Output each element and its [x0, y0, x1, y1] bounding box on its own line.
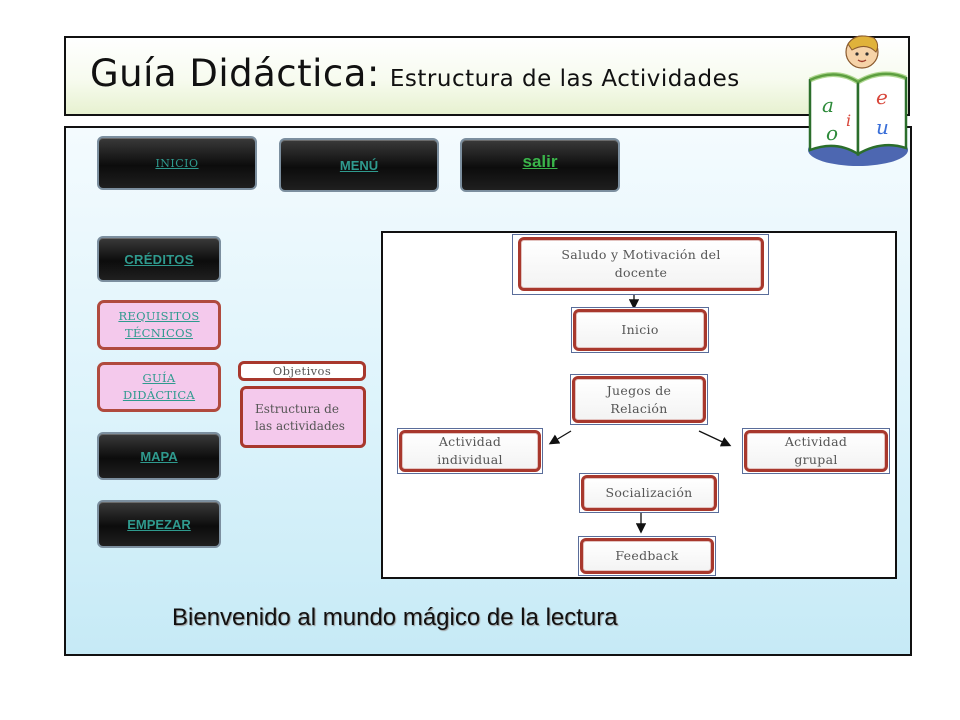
individual-line1: Actividad: [438, 434, 502, 449]
welcome-message: Bienvenido al mundo mágico de la lectura: [172, 604, 618, 631]
logo-letter-u: u: [876, 115, 889, 139]
requisitos-line2: TÉCNICOS: [125, 326, 193, 340]
node-socializacion-text: Socialización: [605, 485, 693, 500]
estructura-actividades-button[interactable]: Estructura de las actividades: [240, 386, 366, 448]
node-actividad-grupal: Actividad grupal: [744, 430, 888, 472]
requisitos-tecnicos-label: REQUISITOS TÉCNICOS: [118, 308, 199, 342]
inicio-button-label: INICIO: [155, 156, 199, 170]
book-reading-child-icon: a e i o u: [808, 35, 908, 166]
node-inicio-text: Inicio: [621, 322, 659, 337]
empezar-button[interactable]: EMPEZAR: [97, 500, 221, 548]
juegos-line2: Relación: [610, 400, 668, 416]
guia-didactica-label: GUÍA DIDÁCTICA: [123, 370, 195, 404]
node-juegos-relacion: Juegos de Relación: [572, 376, 706, 423]
node-actividad-individual: Actividad individual: [399, 430, 541, 472]
node-inicio: Inicio: [573, 309, 707, 351]
page-title-main: Guía Didáctica:: [90, 52, 380, 95]
node-socializacion: Socialización: [581, 475, 717, 511]
creditos-button[interactable]: CRÉDITOS: [97, 236, 221, 282]
menu-button[interactable]: MENÚ: [279, 138, 439, 192]
estructura-line2: las actividades: [255, 419, 345, 433]
node-saludo-motivacion: Saludo y Motivación del docente: [518, 237, 764, 291]
mapa-button[interactable]: MAPA: [97, 432, 221, 480]
activity-flow-diagram: Saludo y Motivación del docente Inicio Ju…: [381, 231, 897, 579]
logo-letter-a: a: [822, 93, 834, 117]
logo-letter-i: i: [846, 111, 851, 130]
title-bar: Guía Didáctica: Estructura de las Activid…: [64, 36, 910, 116]
mapa-button-label: MAPA: [140, 448, 178, 464]
node-feedback-text: Feedback: [615, 548, 679, 563]
arrow-juegos-individual: [548, 430, 572, 445]
node-grupal-text: Actividad grupal: [785, 433, 847, 469]
menu-button-label: MENÚ: [339, 157, 379, 173]
salir-button[interactable]: salir: [460, 138, 620, 192]
logo-letter-o: o: [826, 121, 838, 145]
arrow-juegos-grupal: [698, 430, 732, 447]
requisitos-tecnicos-button[interactable]: REQUISITOS TÉCNICOS: [97, 300, 221, 350]
juegos-line1: Juegos de: [606, 382, 672, 398]
objetivos-button[interactable]: Objetivos: [238, 361, 366, 381]
guia-line2: DIDÁCTICA: [122, 388, 196, 402]
logo-letter-e: e: [876, 85, 888, 109]
node-saludo-text: Saludo y Motivación del docente: [561, 246, 720, 282]
node-juegos-text: Juegos de Relación: [607, 382, 671, 418]
node-feedback: Feedback: [580, 538, 714, 574]
individual-line2: individual: [437, 452, 503, 467]
saludo-line2: docente: [614, 265, 668, 280]
guia-didactica-button[interactable]: GUÍA DIDÁCTICA: [97, 362, 221, 412]
diagram-arrows: [548, 291, 732, 534]
grupal-line2: grupal: [794, 452, 838, 467]
page-title: Guía Didáctica: Estructura de las Activid…: [90, 52, 740, 95]
guia-line1: GUÍA: [142, 371, 176, 385]
objetivos-label: Objetivos: [272, 364, 332, 378]
node-individual-text: Actividad individual: [437, 433, 503, 469]
estructura-line1: Estructura de: [255, 402, 339, 416]
grupal-line1: Actividad: [784, 434, 848, 449]
requisitos-line1: REQUISITOS: [118, 309, 200, 323]
creditos-button-label: CRÉDITOS: [124, 251, 194, 267]
salir-button-label: salir: [522, 152, 558, 171]
saludo-line1: Saludo y Motivación del: [561, 247, 721, 262]
page-subtitle: Estructura de las Actividades: [389, 66, 740, 92]
empezar-button-label: EMPEZAR: [127, 516, 191, 532]
inicio-button[interactable]: INICIO: [97, 136, 257, 190]
